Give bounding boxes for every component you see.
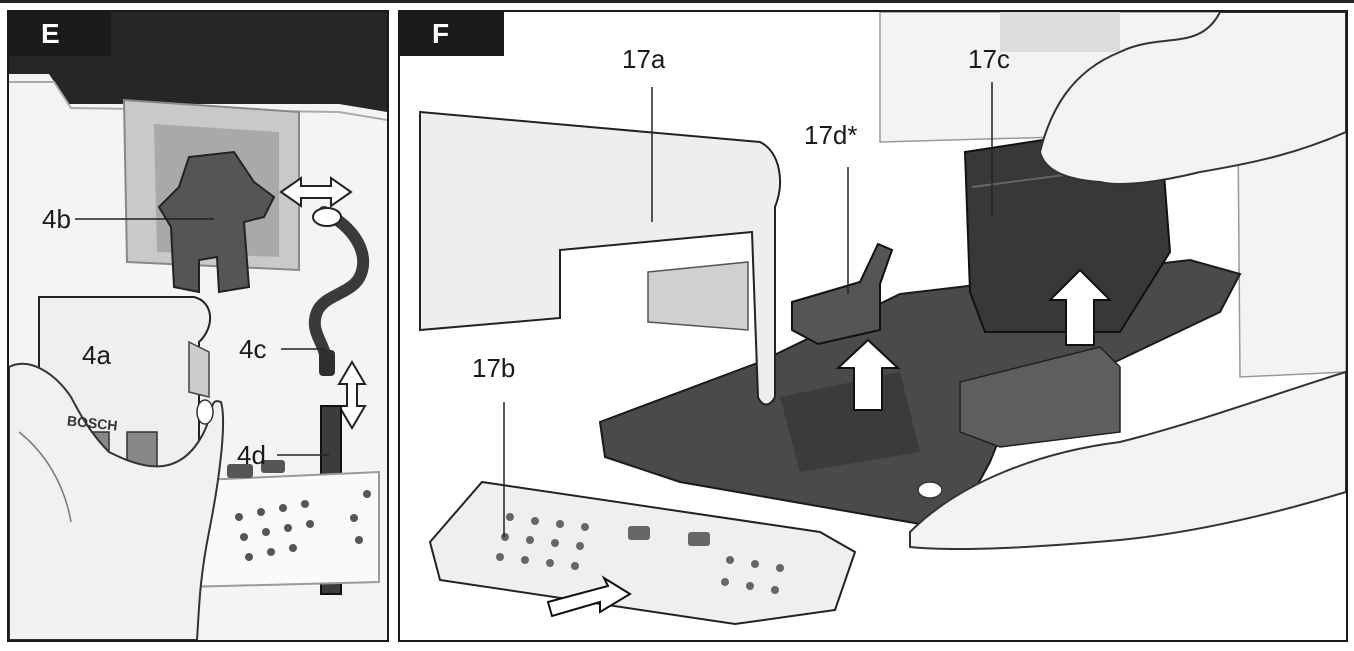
panel-e-illustration (9, 12, 387, 640)
hand-under-tray (909, 370, 1346, 551)
tray-inner (780, 372, 920, 472)
milk-tube-4c (308, 206, 370, 370)
hand-holding-cover (9, 362, 225, 640)
callout-4b: 4b (42, 204, 71, 234)
pull-out-arrow-17b (546, 575, 632, 618)
machine-top-detail (1000, 12, 1120, 52)
callout-4c: 4c (239, 334, 267, 364)
panel-f: F 17a 17c 17d* 17b (398, 10, 1348, 642)
tube-connector (319, 350, 335, 376)
thumbnail (917, 481, 943, 499)
panel-e-tag: E (9, 12, 111, 56)
callout-4d: 4d (237, 440, 266, 470)
up-arrow-container (1047, 268, 1113, 346)
grille-17b-holes (496, 513, 784, 594)
grille-holes (227, 460, 371, 561)
cover-notch (188, 340, 210, 398)
hand-on-container (1038, 12, 1346, 185)
milk-nozzle-4b (157, 150, 276, 294)
housing-edge (9, 81, 387, 121)
double-arrow-horizontal (279, 176, 353, 208)
panel-e: E 4b 4a 4c 4d BOSCH (7, 10, 389, 642)
hand-crease (18, 431, 72, 523)
fingernail (196, 399, 214, 425)
callout-17d-star: 17d* (804, 120, 858, 150)
top-rule (0, 0, 1354, 3)
panel-f-illustration (400, 12, 1346, 640)
bosch-brand-mark: BOSCH (66, 412, 119, 434)
tube-end (312, 207, 342, 227)
panel-f-tag: F (400, 12, 504, 56)
separator-17d (791, 242, 894, 346)
callout-17a: 17a (622, 44, 666, 74)
up-arrow-17d (835, 338, 901, 411)
callout-17b: 17b (472, 353, 516, 383)
callout-17c: 17c (968, 44, 1010, 74)
tray-compartment (959, 346, 1121, 448)
callout-4a: 4a (82, 340, 111, 370)
drip-tray-cover-17a (419, 110, 781, 406)
cover-inner-wall (647, 261, 749, 331)
double-arrow-vertical (337, 360, 367, 430)
